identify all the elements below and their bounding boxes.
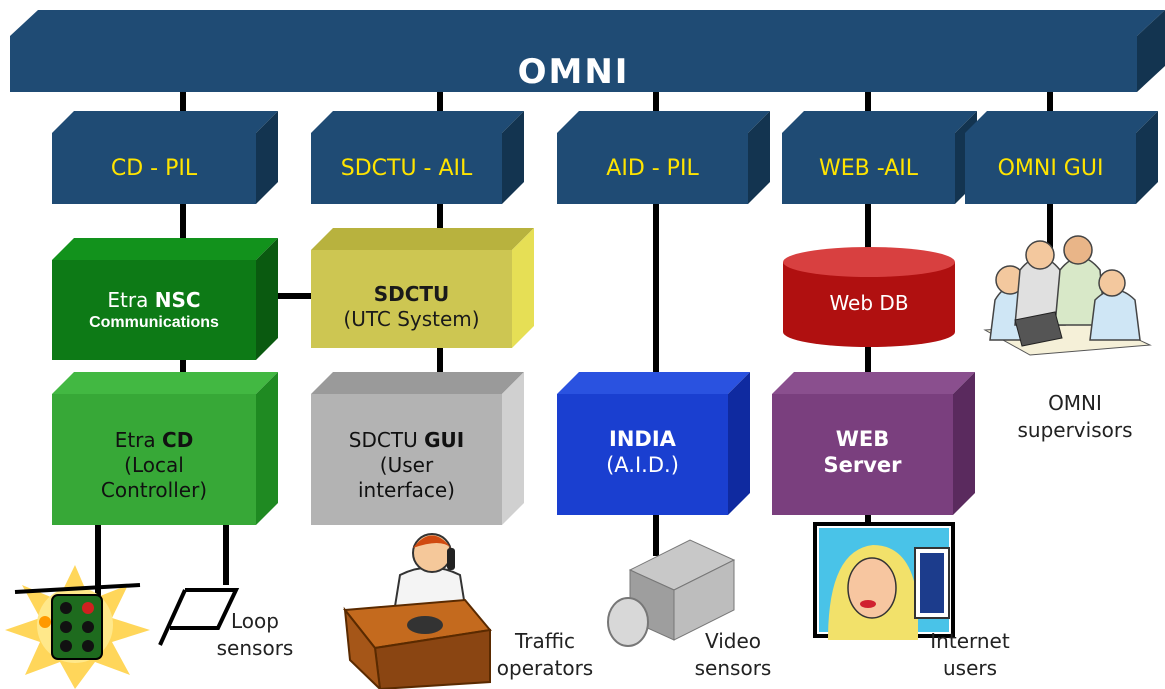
caption-internet-users: Internet users [915,628,1025,682]
sdctu-gui-label: SDCTU GUI (User interface) [311,428,502,503]
etra-cd-line2: (Local [124,453,184,477]
loop-sensor-icon [158,588,240,646]
video-camera-icon [607,539,736,647]
caption-traffic-line1: Traffic [514,629,576,653]
nsc-bold: NSC [154,288,201,312]
india-label: INDIA (A.I.D.) [557,426,728,479]
sdctu-gui-prefix: SDCTU [348,428,425,452]
caption-loop-line2: sensors [216,636,294,660]
omni-supervisors-icon [983,235,1152,356]
caption-supervisors-line2: supervisors [1017,418,1133,442]
box-aid-pil [557,111,770,204]
box-etra-cd [52,372,278,525]
etra-cd-label: Etra CD (Local Controller) [52,428,256,503]
sdctu-label: SDCTU (UTC System) [311,282,512,332]
cylinder-web-db [783,247,955,347]
etra-cd-prefix: Etra [114,428,163,452]
web-server-line2: Server [823,453,902,478]
etra-cd-bold: CD [162,428,194,452]
sdctu-gui-bold: GUI [424,428,465,452]
layer-web-ail-label: WEB -AIL [819,156,918,181]
box-omni-gui [965,111,1158,204]
web-server-label: WEB Server [772,426,953,479]
box-sdctu-ail [311,111,524,204]
traffic-light-icon [5,565,150,689]
layer-aid-pil-label: AID - PIL [606,156,699,181]
sdctu-line1: SDCTU [373,282,450,306]
india-line1: INDIA [609,427,676,451]
box-cd-pil [52,111,278,204]
box-india [557,372,750,515]
caption-internet-line1: Internet [930,629,1010,653]
nsc-line2: Communications [89,314,219,331]
sdctu-gui-line3: interface) [357,478,455,502]
nsc-prefix: Etra [107,288,155,312]
etra-cd-line3: Controller) [100,478,208,502]
web-server-line1: WEB [835,427,890,451]
caption-loop-sensors: Loop sensors [200,608,310,662]
box-sdctu-gui [311,372,524,525]
layer-sdctu-ail-label: SDCTU - AIL [340,156,473,181]
traffic-operator-icon [343,533,492,689]
box-sdctu [311,228,534,348]
caption-video-sensors: Video sensors [678,628,788,682]
sdctu-gui-line2: (User [379,453,434,477]
caption-video-line1: Video [704,629,762,653]
caption-internet-line2: users [942,656,998,680]
nsc-label: Etra NSC Communications [52,288,256,333]
india-line2: (A.I.D.) [606,453,679,478]
omni-bus-bar [10,10,1165,92]
caption-loop-line1: Loop [231,609,279,633]
box-etra-nsc [52,238,278,360]
internet-user-icon [813,522,955,640]
omni-title: OMNI [517,52,630,92]
sdctu-line2: (UTC System) [343,307,480,331]
layer-cd-pil-label: CD - PIL [110,156,198,181]
box-web-server [772,372,975,515]
layer-omni-gui-label: OMNI GUI [997,156,1104,181]
caption-traffic-line2: operators [496,656,594,680]
caption-traffic-operators: Traffic operators [485,628,605,682]
webdb-label: Web DB [829,291,909,315]
caption-supervisors-line1: OMNI [1048,391,1102,415]
caption-omni-supervisors: OMNI supervisors [1005,390,1145,444]
caption-video-line2: sensors [694,656,772,680]
